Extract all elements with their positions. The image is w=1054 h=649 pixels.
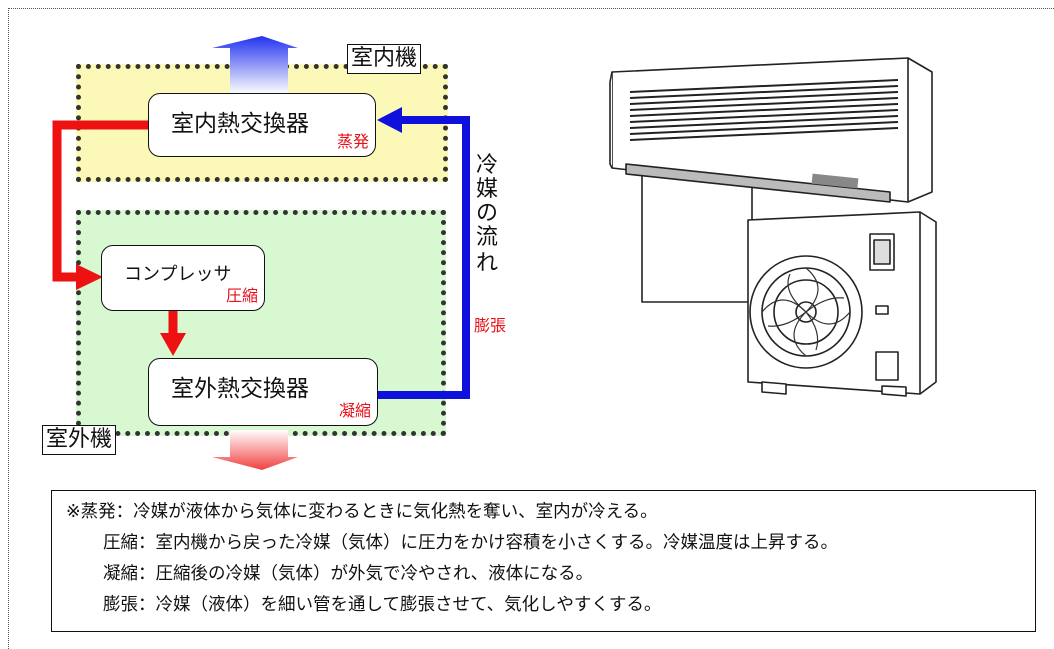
indoor-heat-exchanger-label: 室内熱交換器 <box>171 111 309 137</box>
indoor-heat-exchanger-box: 室内熱交換器 蒸発 <box>148 93 376 157</box>
refrigerant-flow-char: 冷 <box>476 153 499 178</box>
outdoor-heat-exchanger-label: 室外熱交換器 <box>171 376 309 402</box>
refrigerant-flow-char: の <box>476 201 499 226</box>
indoor-unit-label: 室内機 <box>347 44 422 74</box>
notes-box: ※蒸発：冷媒が液体から気体に変わるときに気化熱を奪い、室内が冷える。 圧縮：室内… <box>51 490 1036 632</box>
compression-label: 圧縮 <box>225 286 258 305</box>
refrigerant-flow-char: 流 <box>476 225 499 250</box>
refrigerant-flow-char: れ <box>476 251 499 276</box>
condensation-label: 凝縮 <box>338 401 371 420</box>
note-compression: 圧縮：室内機から戻った冷媒（気体）に圧力をかけ容積を小さくする。冷媒温度は上昇す… <box>103 533 838 553</box>
heat-out-outdoor-arrow <box>212 430 298 470</box>
compressor-label: コンプレッサ <box>124 264 232 285</box>
note-condensation: 凝縮：圧縮後の冷媒（気体）が外気で冷やされ、液体になる。 <box>103 564 594 584</box>
wall-panel <box>641 171 753 303</box>
hot-pipe-left <box>52 120 148 282</box>
hot-pipe-down-arrowhead <box>160 333 186 356</box>
note-evaporation: ※蒸発：冷媒が液体から気体に変わるときに気化熱を奪い、室内が冷える。 <box>66 502 658 522</box>
hot-pipe-arrowhead <box>76 264 103 290</box>
compressor-box: コンプレッサ 圧縮 <box>101 245 265 311</box>
cold-pipe-arrowhead <box>377 107 402 133</box>
outdoor-heat-exchanger-box: 室外熱交換器 凝縮 <box>148 358 378 426</box>
heat-out-indoor-arrow <box>212 36 298 94</box>
refrigerant-flow-char: 媒 <box>476 177 499 202</box>
cold-pipe <box>377 116 470 399</box>
outdoor-unit-label: 室外機 <box>42 425 117 455</box>
note-expansion: 膨張：冷媒（液体）を細い管を通して膨張させて、気化しやすくする。 <box>103 595 662 615</box>
page-frame <box>8 8 1054 649</box>
evaporation-label: 蒸発 <box>336 132 369 151</box>
air-conditioner-illustration <box>609 57 937 397</box>
expansion-label: 膨張 <box>474 316 507 335</box>
